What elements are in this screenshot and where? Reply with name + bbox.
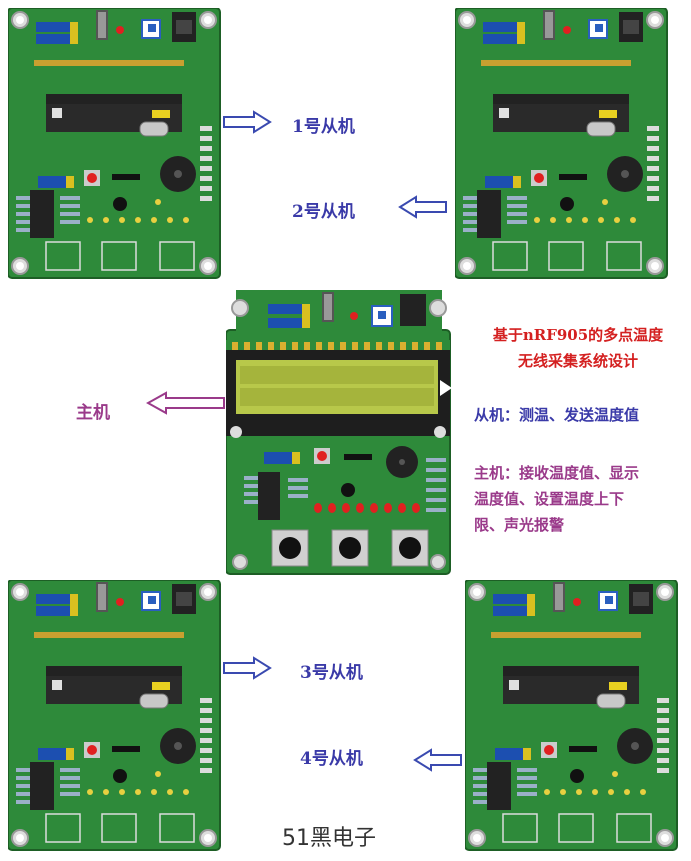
master-description: 主机：接收温度值、显示 温度值、设置温度上下 限、声光报警: [474, 460, 639, 538]
master-board-image: [226, 290, 452, 575]
slave-2-label: 2号从机: [292, 202, 355, 222]
master-description-line-3: 限、声光报警: [474, 516, 565, 534]
master-label: 主机: [76, 403, 110, 423]
slave-1-label: 1号从机: [292, 117, 355, 137]
master-description-line-1: 主机：接收温度值、显示: [474, 464, 640, 482]
brand-watermark: 51黑电子: [282, 826, 376, 851]
right-arrow-icon: [223, 111, 271, 133]
slave-board-1: [8, 8, 222, 280]
system-title-line-2: 无线采集系统设计: [517, 352, 638, 370]
slave-board-2-image: [455, 8, 668, 279]
system-title-line-1: 基于nRF905的多点温度: [492, 326, 664, 344]
slave-4-label: 4号从机: [300, 749, 363, 769]
arrow-slave-1: [222, 110, 272, 138]
slave-description: 从机：测温、发送温度值: [474, 406, 640, 424]
slave-board-4: [465, 580, 679, 852]
arrow-slave-3: [222, 656, 272, 684]
master-board: [226, 290, 452, 576]
left-arrow-icon: [399, 196, 447, 218]
slave-board-3: [8, 580, 222, 852]
left-arrow-icon: [414, 749, 462, 771]
master-description-line-2: 温度值、设置温度上下: [474, 490, 625, 508]
left-arrow-icon: [145, 391, 225, 415]
arrow-slave-2: [398, 195, 448, 223]
slave-board-2: [455, 8, 669, 280]
system-title: 基于nRF905的多点温度 无线采集系统设计: [470, 322, 686, 374]
slave-3-label: 3号从机: [300, 663, 363, 683]
slave-board-3-image: [8, 580, 221, 851]
slave-board-1-image: [8, 8, 221, 279]
slave-board-4-image: [465, 580, 678, 851]
arrow-slave-4: [413, 748, 463, 776]
arrow-master: [145, 391, 226, 419]
right-arrow-icon: [223, 657, 271, 679]
